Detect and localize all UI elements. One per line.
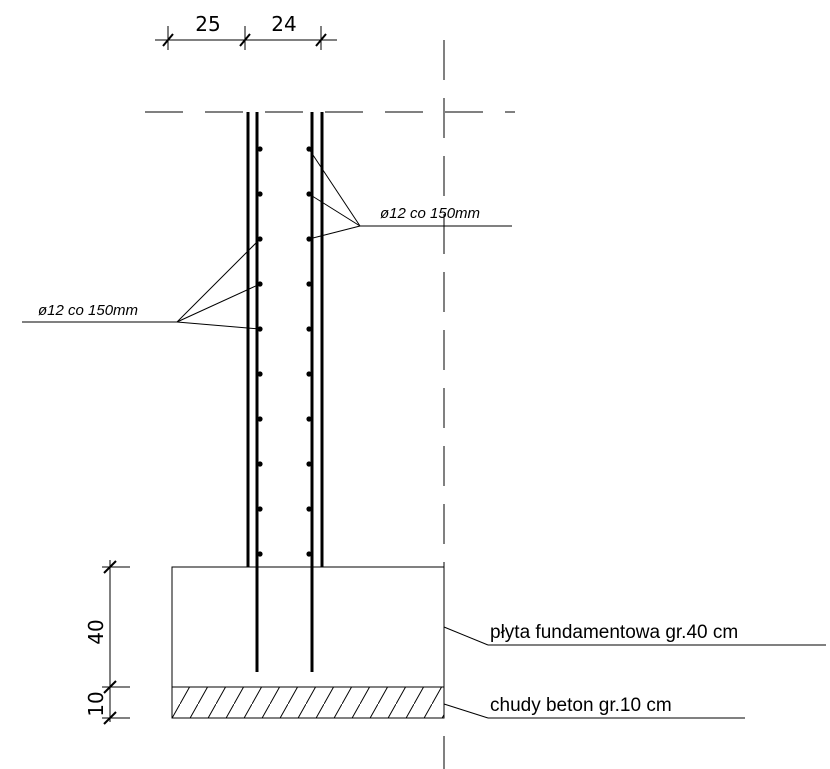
slab-leader: płyta fundamentowa gr.40 cm	[443, 622, 826, 646]
rebar-dots-right	[306, 146, 312, 557]
lean-concrete-leader: chudy beton gr.10 cm	[443, 695, 745, 719]
dimension-label-10: 10	[84, 691, 108, 716]
dimension-label-25: 25	[195, 12, 220, 36]
rebar-leader-right: ø12 co 150mm	[308, 148, 512, 240]
foundation-slab	[171, 566, 445, 688]
rebar-label-right: ø12 co 150mm	[380, 205, 480, 222]
dimension-label-40: 40	[84, 619, 108, 644]
left-dimension: 40 10	[84, 560, 130, 725]
slab-label: płyta fundamentowa gr.40 cm	[490, 622, 738, 643]
lean-concrete-layer	[171, 686, 445, 719]
dimension-label-24: 24	[271, 12, 296, 36]
top-dimension: 25 24	[155, 12, 337, 50]
lean-concrete-label: chudy beton gr.10 cm	[490, 695, 672, 716]
rebar-leader-left: ø12 co 150mm	[22, 238, 261, 330]
rebar-label-left: ø12 co 150mm	[38, 302, 138, 319]
